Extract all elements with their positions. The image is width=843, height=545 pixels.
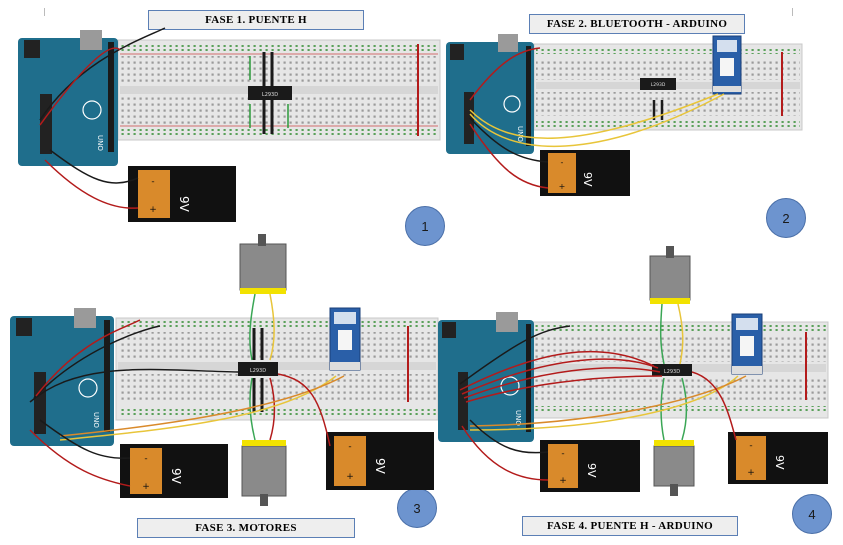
battery-9v: 9V - + [120,444,228,498]
svg-text:9V: 9V [581,172,594,187]
arduino-board: UNO [446,34,534,154]
phase-4-badge: 4 [792,494,832,534]
svg-text:+: + [346,472,354,482]
svg-text:-: - [749,441,752,451]
bluetooth-module [712,35,742,95]
svg-text:L293D: L293D [262,92,278,98]
battery-9v: 9V - + [128,166,236,222]
svg-text:-: - [561,158,564,167]
svg-text:-: - [561,449,564,459]
svg-text:+: + [559,476,567,486]
phase-3-title: FASE 3. MOTORES [137,518,355,538]
svg-text:UNO: UNO [516,126,524,142]
svg-text:+: + [149,205,157,215]
battery-9v: 9V - + [540,150,630,196]
phase-3-badge: 3 [397,488,437,528]
arduino-board: UNO [10,308,114,446]
svg-text:L293D: L293D [664,369,680,375]
svg-text:9V: 9V [773,455,786,470]
svg-text:9V: 9V [169,468,183,485]
svg-text:-: - [144,454,147,464]
svg-text:UNO: UNO [514,410,522,426]
phase-2-badge: 2 [766,198,806,238]
battery-9v: 9V - + [540,440,640,492]
svg-text:UNO: UNO [92,412,100,428]
battery-9v: 9V - + [326,432,434,490]
svg-text:-: - [151,177,154,187]
l293d-chip: L293D [640,78,676,120]
phase-2-title: FASE 2. BLUETOOTH - ARDUINO [529,14,745,34]
crop-mark [792,8,801,16]
phase-3-circuit: UNO L293D [10,234,439,506]
svg-text:L293D: L293D [250,368,266,374]
svg-text:+: + [747,468,755,478]
svg-text:L293D: L293D [651,82,666,88]
dc-motor-bottom [241,440,287,506]
phase-4-circuit: UNO L293D 9V - [438,246,829,496]
svg-text:+: + [142,482,150,492]
dc-motor-bottom [653,440,695,496]
phase-4-title: FASE 4. PUENTE H - ARDUINO [522,516,738,536]
battery-9v: 9V - + [728,432,828,484]
phase-1-circuit: UNO L293D 9V - + [18,27,441,222]
l293d-chip: L293D [652,364,692,376]
phase-2-circuit: UNO L293D 9V - + [446,34,803,196]
svg-text:-: - [348,442,351,452]
dc-motor-top [239,234,287,294]
bluetooth-module [329,307,361,371]
dc-motor-top [649,246,691,304]
bluetooth-module [731,313,763,375]
svg-text:+: + [559,182,566,191]
svg-text:9V: 9V [373,458,387,475]
svg-text:UNO: UNO [96,135,104,151]
svg-text:9V: 9V [585,463,598,478]
phase-1-badge: 1 [405,206,445,246]
svg-text:9V: 9V [177,196,191,213]
arduino-board: UNO [18,30,118,166]
phase-1-title: FASE 1. PUENTE H [148,10,364,30]
l293d-chip: L293D [248,52,292,134]
crop-mark [36,8,45,16]
